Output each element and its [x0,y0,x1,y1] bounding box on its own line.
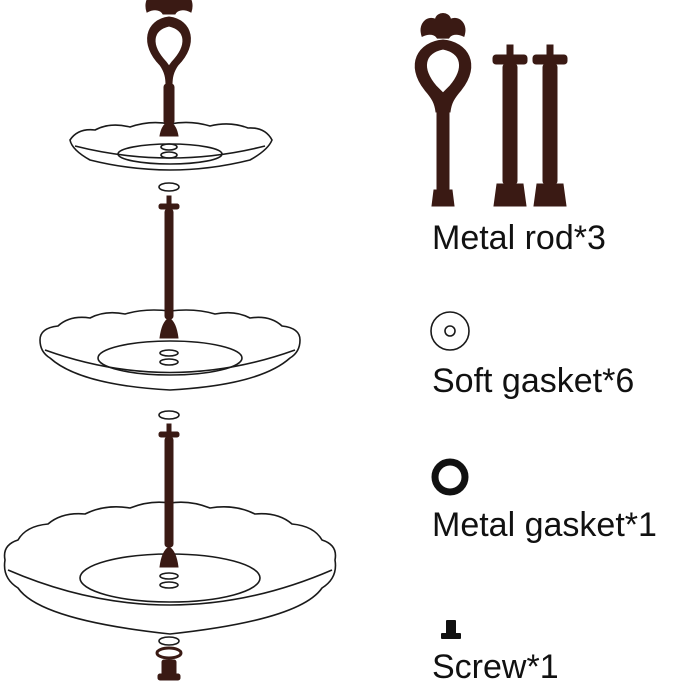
rod-top-middle [158,195,180,339]
screw-label: Screw*1 [432,648,559,686]
crown-handle [145,0,193,137]
metal-gasket-icon [431,458,469,496]
screw-icon [441,620,461,639]
base-screw [155,646,183,681]
metal-rod-icon [414,13,568,207]
top-plate [69,121,273,171]
assembled-stand [3,121,337,646]
metal-gasket-label: Metal gasket*1 [432,506,657,544]
soft-gasket-icon [430,311,470,351]
rod-middle-bottom [158,423,180,568]
gasket-under-top [158,182,180,192]
soft-gasket-label: Soft gasket*6 [432,362,635,400]
middle-plate [39,309,301,391]
gasket-under-middle [158,410,180,420]
assembled-metal-parts [145,0,193,681]
metal-rod-label: Metal rod*3 [432,219,606,257]
gasket-under-bottom [158,636,180,646]
